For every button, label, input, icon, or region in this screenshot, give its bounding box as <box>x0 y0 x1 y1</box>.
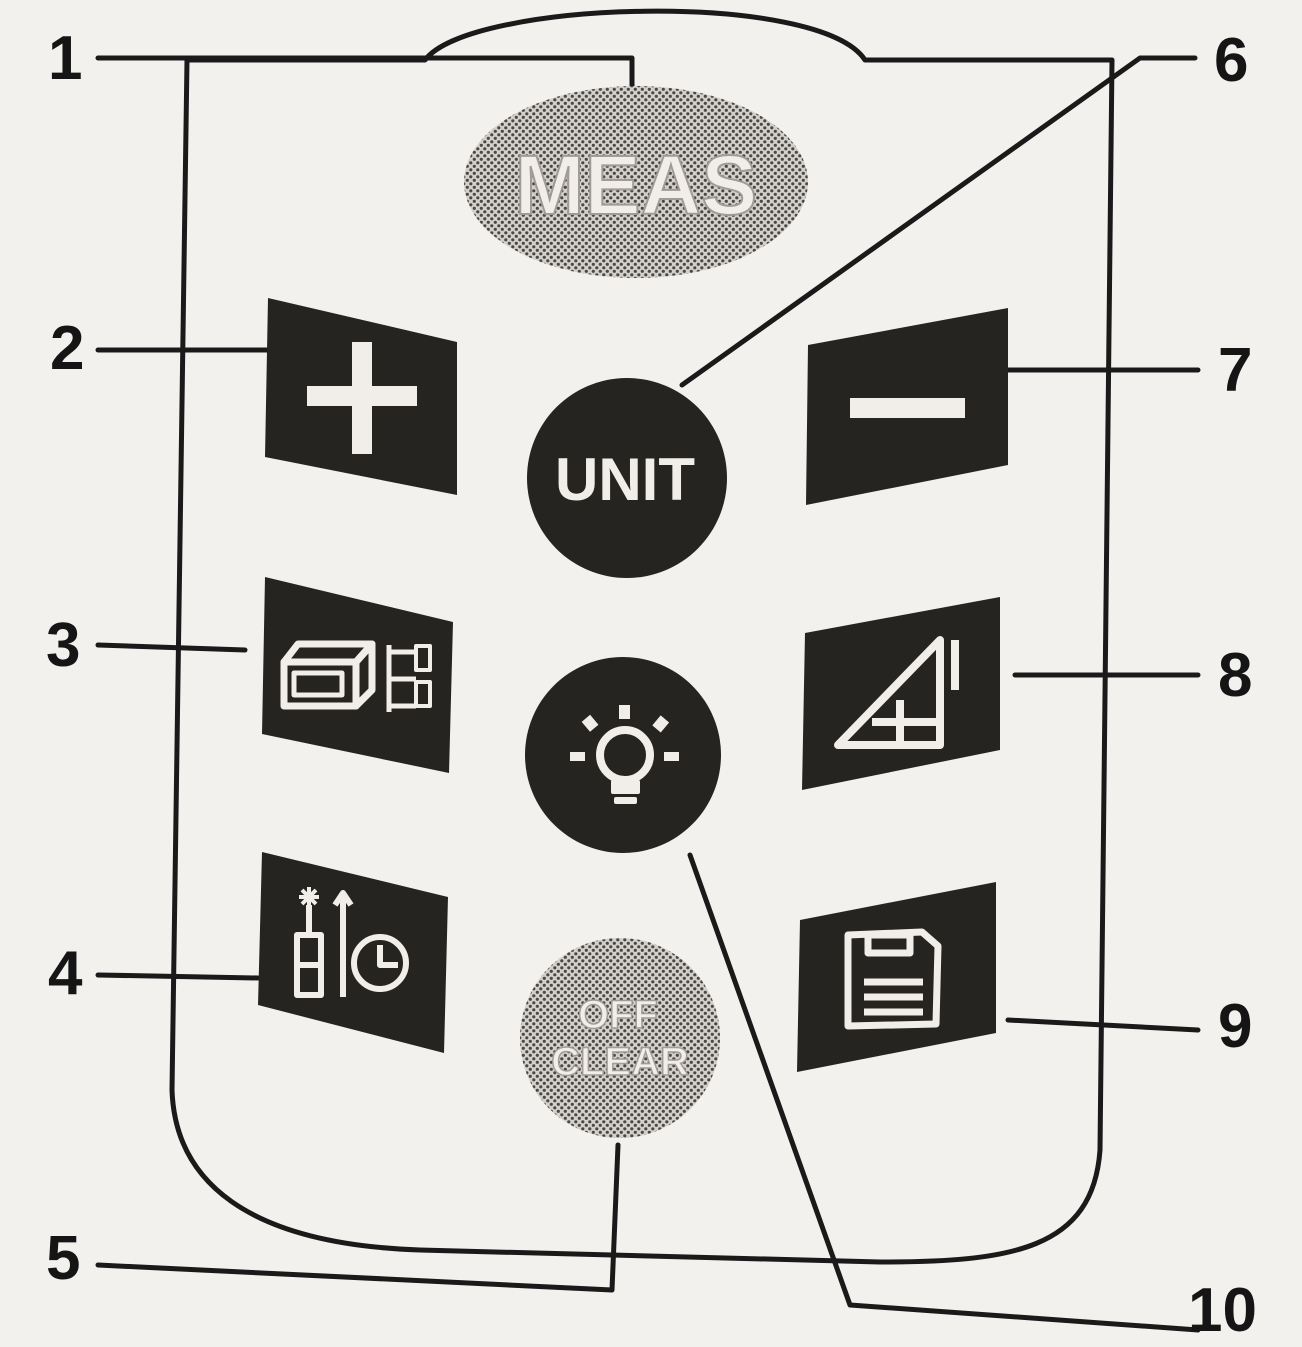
callout-8: 8 <box>1218 641 1253 710</box>
leader-line-3 <box>95 642 248 653</box>
callout-1: 1 <box>48 24 83 93</box>
meas-button[interactable]: MEAS <box>464 86 808 278</box>
pythagoras-button[interactable] <box>802 597 1000 790</box>
triangle-icon <box>834 636 959 749</box>
off-clear-button[interactable]: OFF CLEAR <box>520 938 720 1138</box>
callout-10: 10 <box>1188 1276 1257 1345</box>
leader-line-9 <box>1005 1017 1201 1033</box>
plus-button[interactable] <box>265 298 457 495</box>
off-clear-label-line1: OFF <box>578 993 658 1037</box>
plus-icon <box>307 342 417 454</box>
callout-6: 6 <box>1214 26 1249 95</box>
area-volume-button[interactable] <box>262 577 453 773</box>
callout-3: 3 <box>46 611 81 680</box>
leader-line-6 <box>679 55 1198 388</box>
callout-4: 4 <box>48 939 83 1008</box>
callout-9: 9 <box>1218 992 1253 1061</box>
timer-reference-button[interactable] <box>258 852 448 1053</box>
minus-button[interactable] <box>806 308 1008 505</box>
callout-5: 5 <box>46 1224 81 1293</box>
off-clear-label-line2: CLEAR <box>551 1040 689 1084</box>
callout-2: 2 <box>50 314 85 383</box>
unit-button[interactable]: UNIT <box>527 378 727 578</box>
unit-button-label: UNIT <box>555 446 695 513</box>
minus-icon <box>850 398 965 418</box>
backlight-button[interactable] <box>525 657 721 853</box>
memory-button[interactable] <box>797 882 996 1072</box>
light-bulb-icon <box>570 705 679 804</box>
timer-reference-icon <box>294 887 409 998</box>
floppy-disk-icon <box>844 928 942 1030</box>
meas-button-label: MEAS <box>515 138 758 232</box>
leader-lines <box>95 55 1201 1333</box>
leader-line-10 <box>687 852 1201 1333</box>
leader-line-1 <box>95 55 635 91</box>
leader-line-4 <box>95 972 261 981</box>
device-body-outline <box>169 8 1115 1265</box>
callout-7: 7 <box>1218 336 1253 405</box>
leader-line-5 <box>95 1142 621 1293</box>
area-volume-icon <box>280 640 432 712</box>
